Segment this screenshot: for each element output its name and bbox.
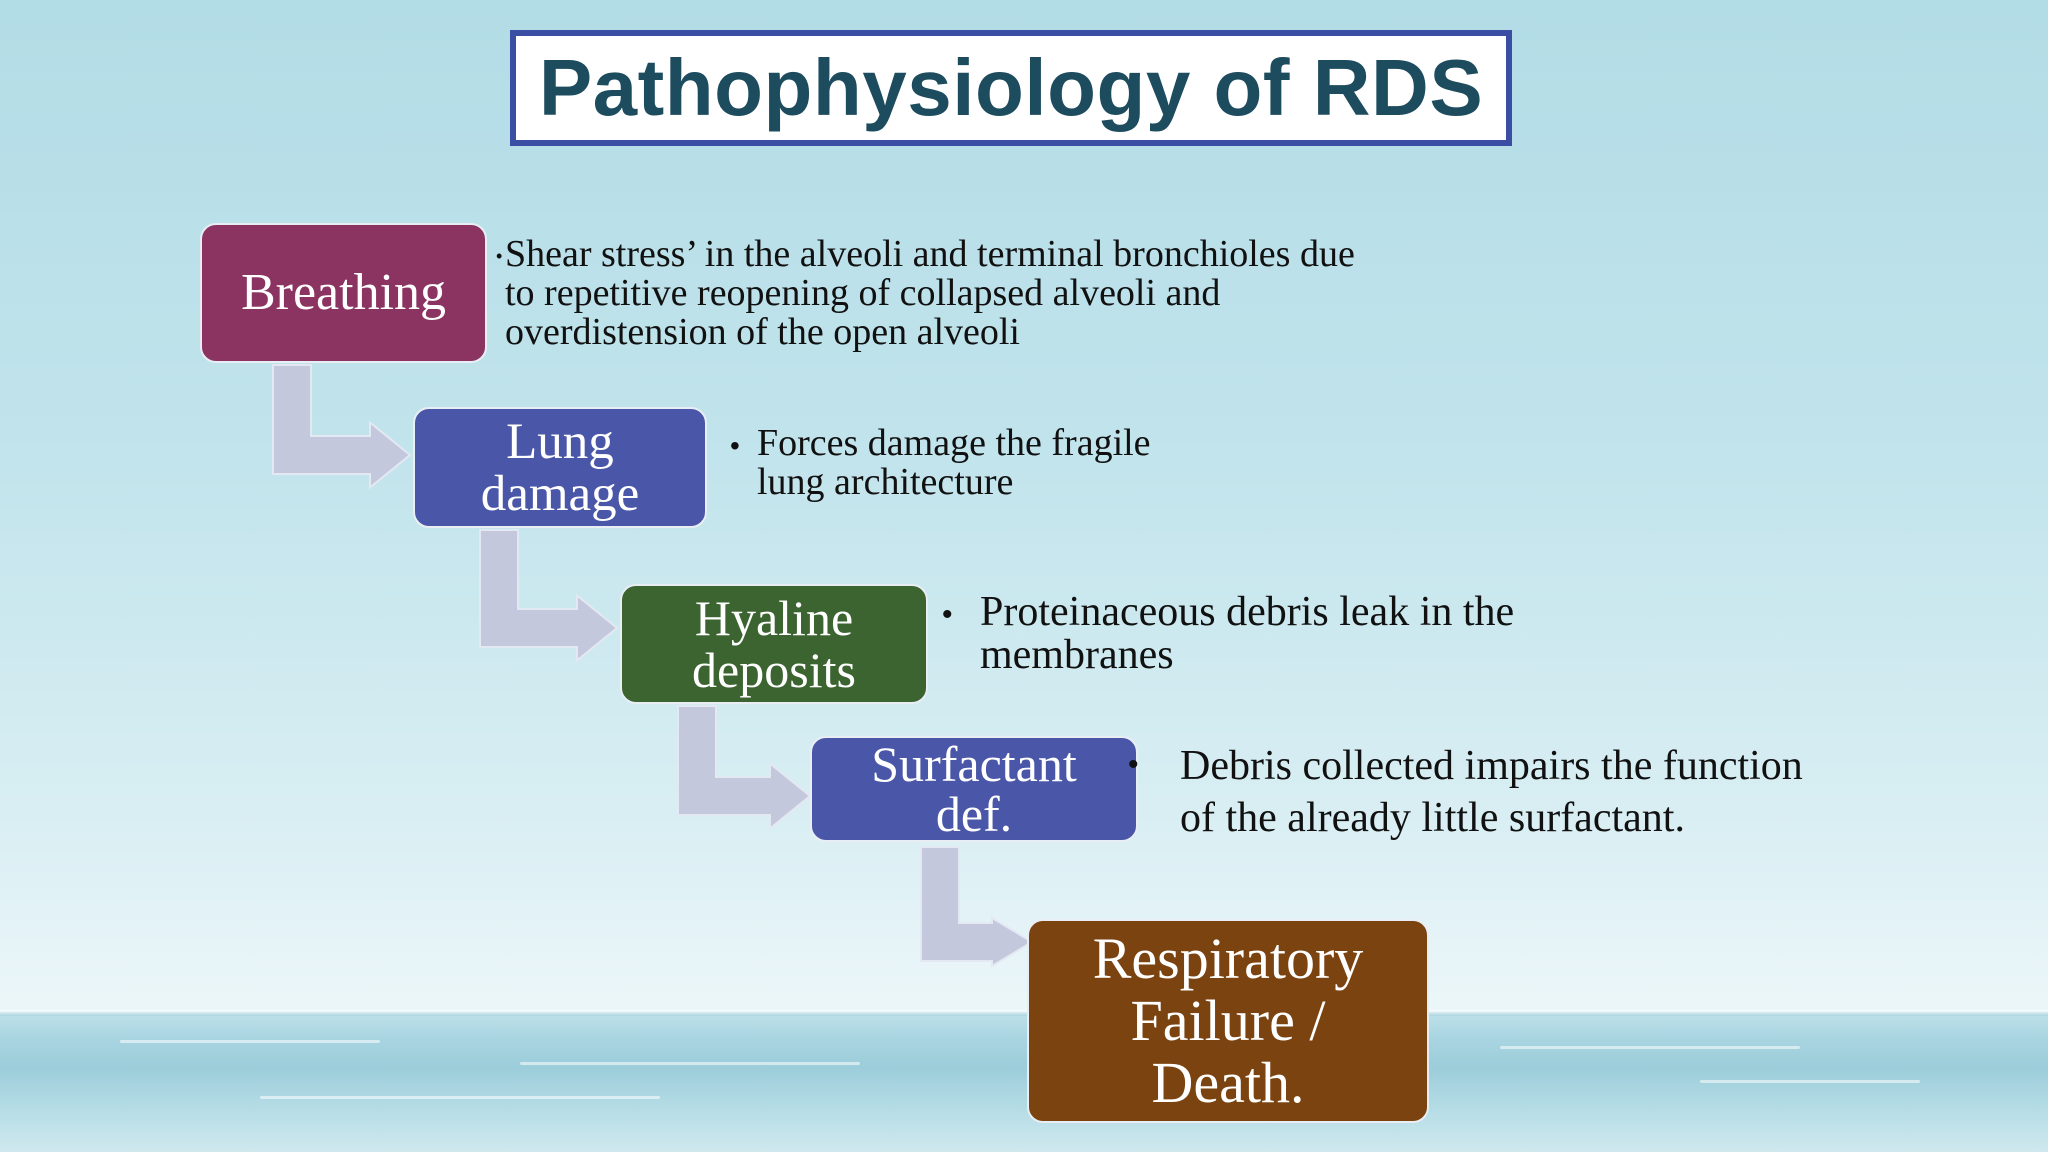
- wave-highlight: [260, 1096, 660, 1099]
- step-label: Respiratory Failure / Death.: [1092, 926, 1364, 1115]
- step-surfactant-def: Surfactant def.: [810, 736, 1138, 842]
- wave-highlight: [120, 1040, 380, 1043]
- wave-highlight: [520, 1062, 860, 1065]
- description-hyaline-deposits: Proteinaceous debris leak in the membran…: [980, 589, 1515, 678]
- description-lung-damage: Forces damage the fragile lung architect…: [757, 422, 1151, 503]
- wave-highlight: [1500, 1046, 1800, 1049]
- description-breathing: Shear stress’ in the alveoli and termina…: [505, 233, 1355, 353]
- bullet-point: •: [730, 430, 740, 461]
- description-surfactant-def: Debris collected impairs the function of…: [1180, 743, 1803, 841]
- horizon-line: [0, 1010, 2048, 1016]
- step-label: Lung damage: [480, 413, 640, 522]
- step-breathing: Breathing: [200, 223, 487, 363]
- bullet-point: •: [1128, 748, 1139, 781]
- step-label: Hyaline deposits: [692, 590, 856, 698]
- step-label: Breathing: [240, 264, 447, 321]
- bent-arrow-1: [272, 364, 412, 490]
- bullet-point: •: [496, 246, 503, 266]
- bent-arrow-2: [479, 529, 619, 663]
- step-respiratory-failure: Respiratory Failure / Death.: [1027, 919, 1429, 1123]
- step-label: Surfactant def.: [871, 736, 1077, 842]
- slide-title: Pathophysiology of RDS: [538, 43, 1484, 132]
- bent-arrow-4: [920, 846, 1034, 968]
- title-box: Pathophysiology of RDS: [510, 30, 1512, 146]
- bent-arrow-3: [677, 705, 812, 831]
- step-lung-damage: Lung damage: [413, 407, 707, 528]
- wave-highlight: [1700, 1080, 1920, 1083]
- step-hyaline-deposits: Hyaline deposits: [620, 584, 928, 704]
- bullet-point: •: [942, 598, 953, 631]
